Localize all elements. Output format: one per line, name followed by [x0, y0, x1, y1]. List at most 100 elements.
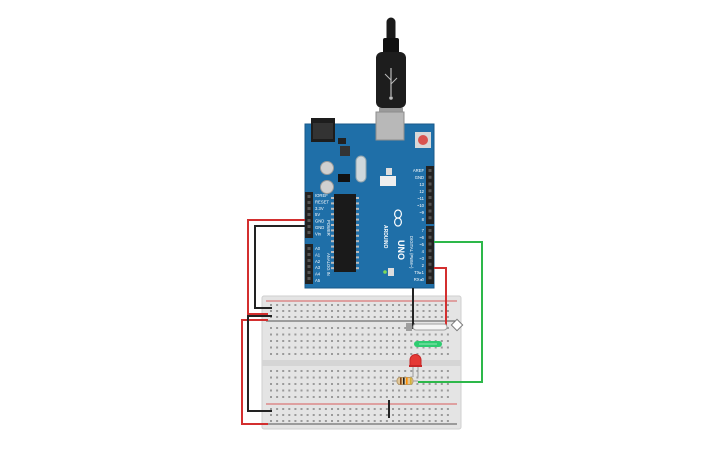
breadboard-hole[interactable] — [440, 370, 443, 372]
breadboard-hole[interactable] — [434, 353, 437, 355]
breadboard-hole[interactable] — [294, 346, 297, 349]
breadboard-hole[interactable] — [392, 333, 394, 336]
breadboard-hole[interactable] — [367, 353, 370, 355]
breadboard-hole[interactable] — [422, 414, 425, 416]
breadboard-hole[interactable] — [404, 340, 407, 342]
breadboard-hole[interactable] — [343, 310, 346, 312]
breadboard-hole[interactable] — [306, 316, 309, 318]
breadboard-hole[interactable] — [416, 346, 419, 349]
breadboard-hole[interactable] — [331, 353, 333, 355]
breadboard-hole[interactable] — [349, 408, 352, 410]
breadboard-hole[interactable] — [355, 389, 358, 392]
breadboard-hole[interactable] — [343, 346, 346, 349]
breadboard-hole[interactable] — [312, 414, 315, 416]
breadboard-hole[interactable] — [282, 353, 285, 355]
breadboard-hole[interactable] — [361, 383, 364, 385]
breadboard-hole[interactable] — [270, 304, 272, 306]
breadboard-hole[interactable] — [337, 420, 340, 422]
breadboard-hole[interactable] — [312, 389, 315, 392]
breadboard-hole[interactable] — [428, 353, 431, 355]
breadboard-hole[interactable] — [318, 376, 321, 379]
breadboard-hole[interactable] — [404, 414, 407, 416]
breadboard-hole[interactable] — [361, 310, 364, 312]
breadboard-hole[interactable] — [385, 346, 388, 349]
breadboard-hole[interactable] — [428, 316, 431, 318]
breadboard-hole[interactable] — [276, 353, 279, 355]
breadboard-hole[interactable] — [416, 414, 419, 416]
breadboard-hole[interactable] — [270, 420, 272, 422]
breadboard-hole[interactable] — [392, 340, 394, 342]
breadboard-hole[interactable] — [392, 316, 394, 318]
breadboard-hole[interactable] — [288, 304, 291, 306]
breadboard-hole[interactable] — [282, 304, 285, 306]
breadboard-hole[interactable] — [385, 396, 388, 398]
breadboard-hole[interactable] — [398, 310, 401, 312]
breadboard-hole[interactable] — [300, 370, 303, 372]
breadboard-hole[interactable] — [440, 420, 443, 422]
breadboard-hole[interactable] — [282, 414, 285, 416]
breadboard-hole[interactable] — [306, 408, 309, 410]
breadboard-hole[interactable] — [361, 408, 364, 410]
breadboard-hole[interactable] — [392, 370, 394, 372]
breadboard-hole[interactable] — [422, 316, 425, 318]
breadboard-hole[interactable] — [349, 346, 352, 349]
breadboard-hole[interactable] — [306, 383, 309, 385]
header-pin[interactable] — [428, 209, 432, 213]
breadboard-hole[interactable] — [312, 346, 315, 349]
breadboard-hole[interactable] — [282, 346, 285, 349]
breadboard-hole[interactable] — [355, 304, 358, 306]
breadboard-hole[interactable] — [324, 304, 327, 306]
breadboard-hole[interactable] — [367, 370, 370, 372]
breadboard-hole[interactable] — [343, 340, 346, 342]
breadboard-hole[interactable] — [337, 327, 340, 329]
breadboard-hole[interactable] — [306, 420, 309, 422]
wire-rail-black-left[interactable] — [247, 315, 272, 412]
breadboard-hole[interactable] — [270, 383, 272, 385]
breadboard-hole[interactable] — [385, 414, 388, 416]
breadboard-hole[interactable] — [361, 376, 364, 379]
breadboard-hole[interactable] — [349, 304, 352, 306]
header-pin[interactable] — [428, 269, 432, 273]
breadboard-hole[interactable] — [422, 420, 425, 422]
breadboard-hole[interactable] — [410, 316, 413, 318]
breadboard-hole[interactable] — [294, 383, 297, 385]
breadboard-hole[interactable] — [349, 310, 352, 312]
breadboard-hole[interactable] — [398, 370, 401, 372]
header-pin[interactable] — [307, 259, 311, 262]
pushbutton-icon[interactable] — [414, 341, 442, 347]
breadboard-hole[interactable] — [385, 310, 388, 312]
breadboard-hole[interactable] — [440, 346, 443, 349]
breadboard-hole[interactable] — [300, 316, 303, 318]
breadboard-hole[interactable] — [343, 316, 346, 318]
breadboard-hole[interactable] — [440, 310, 443, 312]
breadboard-hole[interactable] — [434, 346, 437, 349]
breadboard-hole[interactable] — [434, 316, 437, 318]
breadboard-hole[interactable] — [349, 396, 352, 398]
breadboard-hole[interactable] — [331, 304, 333, 306]
breadboard-hole[interactable] — [294, 389, 297, 392]
breadboard-hole[interactable] — [324, 346, 327, 349]
breadboard-hole[interactable] — [392, 414, 394, 416]
breadboard-hole[interactable] — [331, 376, 333, 379]
breadboard-hole[interactable] — [398, 408, 401, 410]
breadboard-hole[interactable] — [404, 408, 407, 410]
breadboard-hole[interactable] — [428, 376, 431, 379]
breadboard-hole[interactable] — [434, 333, 437, 336]
breadboard-hole[interactable] — [434, 414, 437, 416]
breadboard-hole[interactable] — [410, 370, 413, 372]
breadboard-hole[interactable] — [446, 327, 449, 329]
breadboard-hole[interactable] — [318, 340, 321, 342]
breadboard-hole[interactable] — [337, 333, 340, 336]
breadboard-hole[interactable] — [385, 376, 388, 379]
breadboard-hole[interactable] — [343, 383, 346, 385]
breadboard-hole[interactable] — [392, 420, 394, 422]
breadboard-hole[interactable] — [318, 389, 321, 392]
breadboard-hole[interactable] — [446, 346, 449, 349]
breadboard-hole[interactable] — [434, 396, 437, 398]
breadboard-hole[interactable] — [446, 333, 449, 336]
breadboard-hole[interactable] — [410, 396, 413, 398]
breadboard-hole[interactable] — [288, 327, 291, 329]
breadboard-hole[interactable] — [331, 370, 333, 372]
breadboard-hole[interactable] — [270, 310, 272, 312]
